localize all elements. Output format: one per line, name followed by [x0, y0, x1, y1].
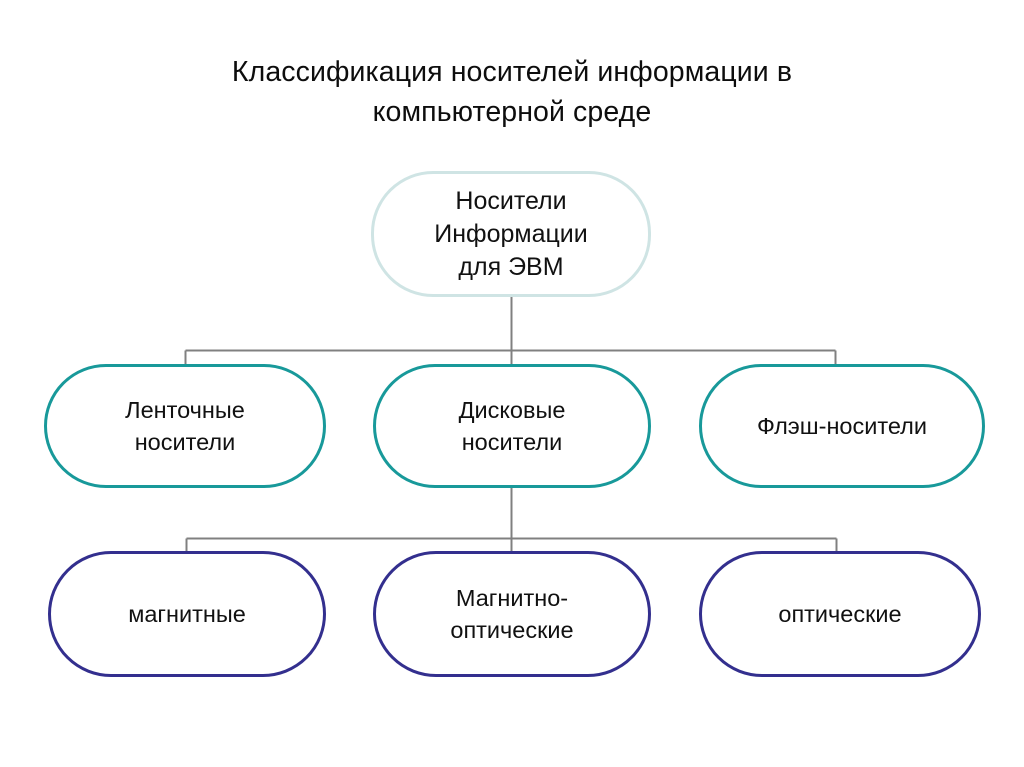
- node-disk-label: Дисковые носители: [458, 397, 566, 455]
- node-magneto-optical[interactable]: Магнитно- оптические: [373, 551, 651, 677]
- node-magneto-optical-label: Магнитно- оптические: [450, 585, 574, 643]
- node-root-label: Носители Информации для ЭВМ: [434, 186, 588, 281]
- node-tape-label: Ленточные носители: [125, 397, 245, 455]
- node-optical[interactable]: оптические: [699, 551, 981, 677]
- node-flash-carriers[interactable]: Флэш-носители: [699, 364, 985, 488]
- node-flash-label: Флэш-носители: [756, 413, 928, 439]
- node-tape-carriers[interactable]: Ленточные носители: [44, 364, 326, 488]
- node-magnetic[interactable]: магнитные: [48, 551, 326, 677]
- node-optical-label: оптические: [778, 601, 902, 627]
- page-title: Классификация носителей информации в ком…: [231, 56, 793, 128]
- node-root-media-carriers[interactable]: Носители Информации для ЭВМ: [371, 171, 651, 297]
- node-magnetic-label: магнитные: [128, 601, 246, 627]
- node-disk-carriers[interactable]: Дисковые носители: [373, 364, 651, 488]
